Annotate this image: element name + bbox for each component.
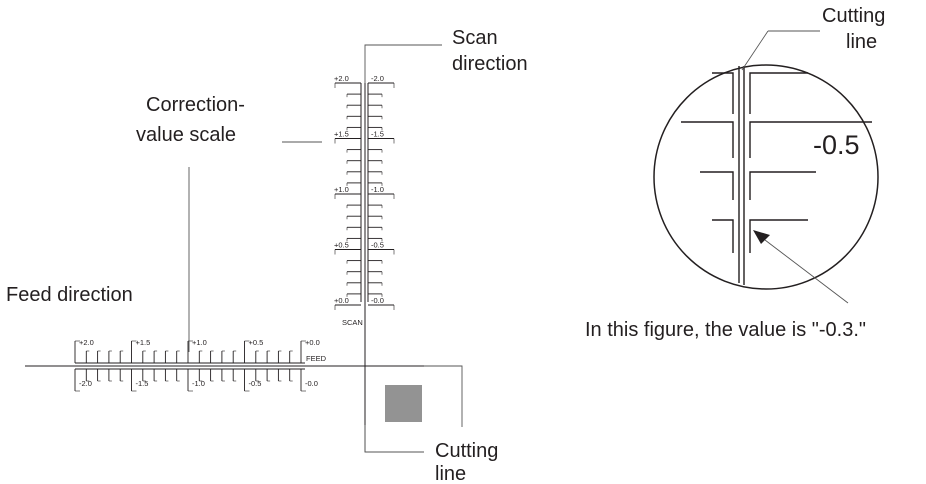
feed-top-value: +0.5 <box>249 338 264 347</box>
feed-bottom-value: -1.5 <box>136 379 149 388</box>
feed-top-value: +1.0 <box>192 338 207 347</box>
scan-direction-label-1: Scan <box>452 27 498 49</box>
mag-right-mark-4 <box>749 219 808 253</box>
feed-bottom-value: -1.0 <box>192 379 205 388</box>
scan-left-value: +2.0 <box>334 74 349 83</box>
scan-scale: +2.0 +1.5 +1.0 +0.5 +0.0 -2.0 -1.5 -1.0 -0.5 -0.0… <box>334 74 395 452</box>
gray-square <box>385 385 422 422</box>
scan-right-value: -2.0 <box>371 74 384 83</box>
mag-left-mark-4 <box>712 219 734 253</box>
feed-axis-label: FEED <box>306 354 327 363</box>
feed-top-value: +1.5 <box>136 338 151 347</box>
feed-bottom-value: -0.5 <box>249 379 262 388</box>
feed-scale: +2.0 +1.5 +1.0 +0.5 +0.0 -2.0 -1.5 -1.0 -0.5 -0.0… <box>25 338 459 392</box>
magnifier-circle <box>653 64 879 290</box>
scan-direction-leader <box>364 44 442 83</box>
mag-left-mark-2 <box>681 121 734 158</box>
feed-value-labels: +2.0 +1.5 +1.0 +0.5 +0.0 -2.0 -1.5 -1.0 -0.5 -0.0 <box>79 338 320 388</box>
correction-scale-label-2: value scale <box>136 124 236 146</box>
scan-axis-label: SCAN <box>342 318 363 327</box>
caption-text: In this figure, the value is "-0.3." <box>585 319 866 341</box>
feed-top-value: +0.0 <box>305 338 320 347</box>
feed-direction-label: Feed direction <box>6 284 133 306</box>
mag-left-mark-3 <box>700 171 734 200</box>
magnified-cutting-line-leader <box>741 30 769 71</box>
magnified-cutting-line-label-2: line <box>846 31 877 53</box>
scan-right-value: -1.5 <box>371 130 384 139</box>
mag-left-mark-1 <box>712 72 734 114</box>
magnified-cutting-line-label-1: Cutting <box>822 5 885 27</box>
cutting-line-leader-vertical <box>364 425 424 453</box>
feed-bottom-value: -2.0 <box>79 379 92 388</box>
mag-right-mark-1 <box>749 72 808 114</box>
pointer-arrow-line <box>764 239 849 304</box>
scan-left-value: +1.0 <box>334 185 349 194</box>
mag-right-mark-2 <box>749 121 872 158</box>
correction-scale-label-1: Correction- <box>146 94 245 116</box>
feed-ticks <box>74 340 306 392</box>
feed-bottom-value: -0.0 <box>305 379 318 388</box>
cutting-line-label-2: line <box>435 463 466 484</box>
scan-right-value: -0.5 <box>371 241 384 250</box>
scan-ticks <box>334 82 395 310</box>
scan-right-value: -1.0 <box>371 185 384 194</box>
scan-right-value: -0.0 <box>371 296 384 305</box>
scan-left-value: +1.5 <box>334 130 349 139</box>
magnified-value-label: -0.5 <box>813 130 860 160</box>
mag-right-mark-3 <box>749 171 816 200</box>
cutting-line-label-1: Cutting <box>435 440 498 462</box>
feed-top-value: +2.0 <box>79 338 94 347</box>
scan-value-labels: +2.0 +1.5 +1.0 +0.5 +0.0 -2.0 -1.5 -1.0 -0.5 -0.0 <box>334 74 384 305</box>
scan-left-value: +0.5 <box>334 241 349 250</box>
magnified-view: -0.5 <box>653 30 879 304</box>
cutting-line-leader-horizontal <box>424 365 463 427</box>
pointer-arrow-head <box>753 230 770 244</box>
scan-left-value: +0.0 <box>334 296 349 305</box>
scan-direction-label-2: direction <box>452 53 528 75</box>
